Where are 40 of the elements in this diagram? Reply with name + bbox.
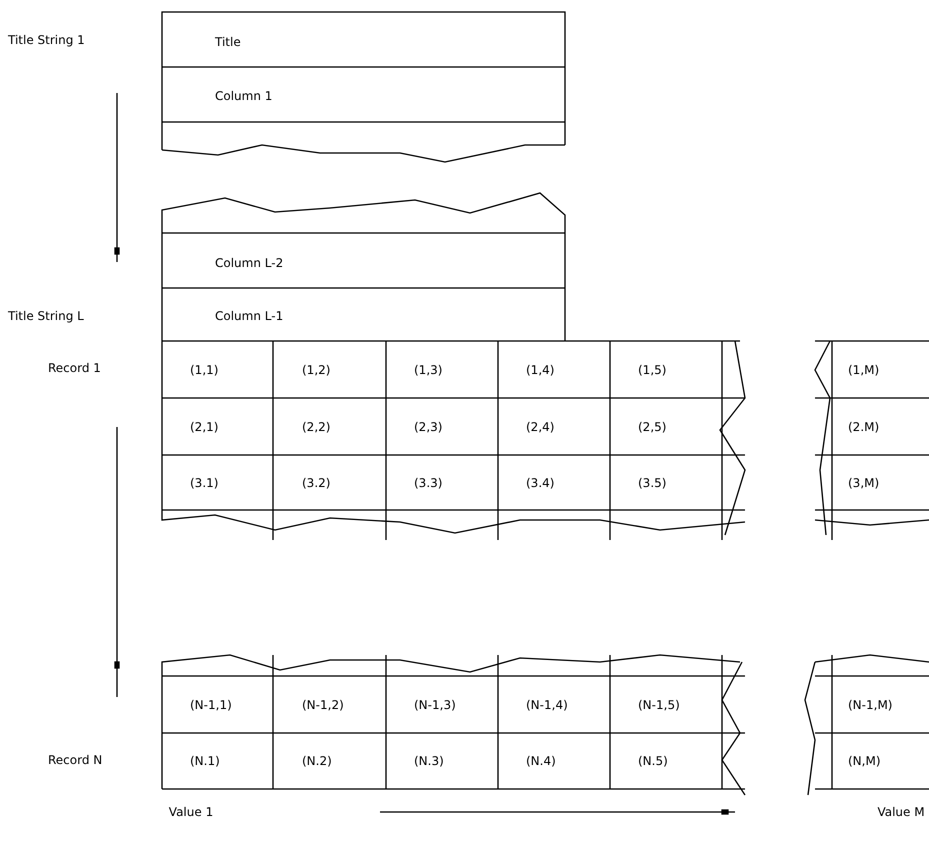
column-label: Column L-1 [215, 308, 284, 324]
cell-index: (3.3) [414, 475, 442, 491]
axis-label: Value 1 [168, 804, 214, 820]
row-label: Title String L [8, 308, 84, 324]
cell-index: (2.M) [848, 419, 880, 435]
cell-index: (N-1,1) [190, 697, 232, 713]
cell-index: (N-1,5) [638, 697, 680, 713]
cell-index: (1,3) [414, 362, 442, 378]
cell-index: (N.4) [526, 753, 556, 769]
cell-index: (1,2) [302, 362, 330, 378]
row-label: Record 1 [48, 360, 101, 376]
row-label: Title String 1 [8, 32, 85, 48]
cell-index: (3.4) [526, 475, 554, 491]
axis-label: Value M [876, 804, 926, 820]
cell-index: (N-1,M) [848, 697, 892, 713]
cell-index: (3,M) [848, 475, 880, 491]
cell-index: (1,4) [526, 362, 554, 378]
cell-index: (N-1,2) [302, 697, 344, 713]
cell-index: (2,3) [414, 419, 442, 435]
cell-index: (3.2) [302, 475, 330, 491]
column-label: Column 1 [215, 88, 272, 104]
column-label: Title [215, 34, 241, 50]
cell-index: (1,5) [638, 362, 666, 378]
cell-index: (1,1) [190, 362, 218, 378]
cell-index: (N-1,3) [414, 697, 456, 713]
cell-index: (2,2) [302, 419, 330, 435]
cell-index: (N.3) [414, 753, 444, 769]
cell-index: (N-1,4) [526, 697, 568, 713]
column-label: Column L-2 [215, 255, 284, 271]
cell-index: (2,5) [638, 419, 666, 435]
cell-index: (2,1) [190, 419, 218, 435]
cell-index: (N,M) [848, 753, 881, 769]
cell-index: (3.5) [638, 475, 666, 491]
cell-index: (N.2) [302, 753, 332, 769]
cell-index: (N.1) [190, 753, 220, 769]
cell-index: (2,4) [526, 419, 554, 435]
cell-index: (1,M) [848, 362, 880, 378]
cell-index: (3.1) [190, 475, 218, 491]
row-label: Record N [48, 752, 102, 768]
cell-index: (N.5) [638, 753, 668, 769]
